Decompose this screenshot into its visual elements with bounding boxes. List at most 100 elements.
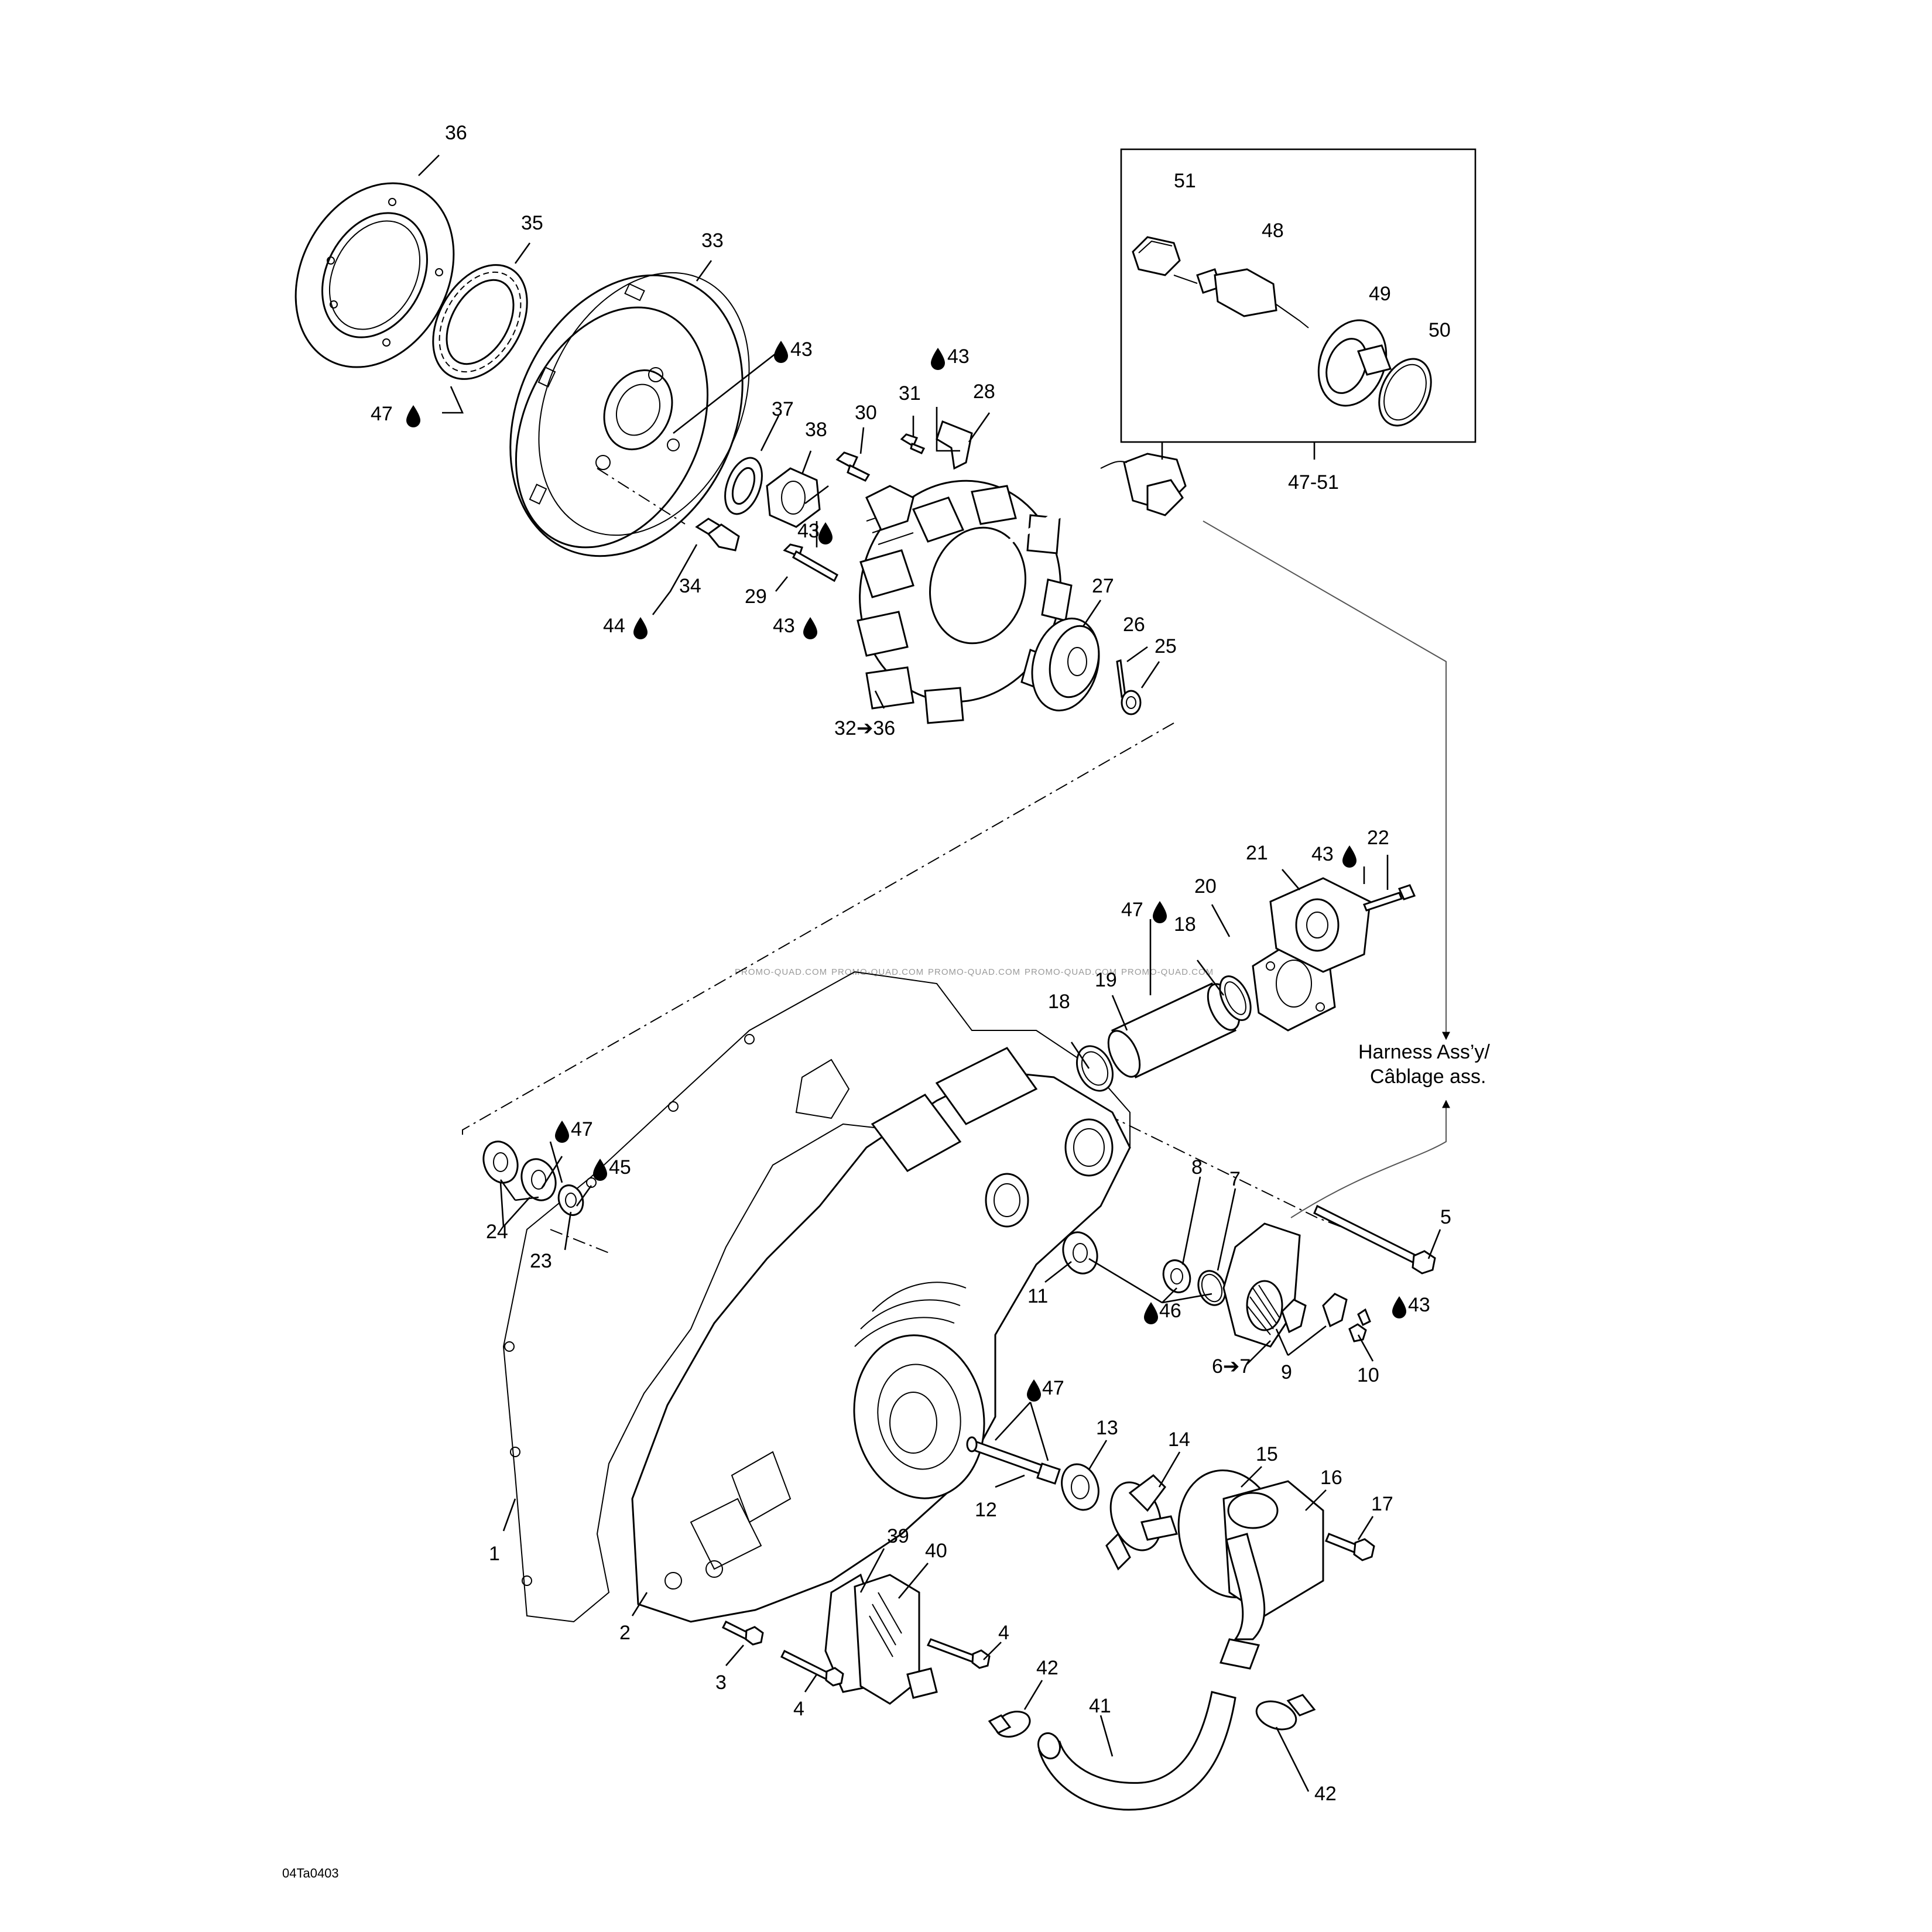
- callout-6-7: 6➔7: [1212, 1355, 1251, 1378]
- callout-8: 8: [1191, 1156, 1203, 1179]
- o-ring-18a: [1076, 1045, 1114, 1092]
- callout-51: 51: [1174, 170, 1196, 192]
- bracket-28: [936, 420, 973, 470]
- bearing-24: [482, 1140, 557, 1201]
- oil-drop-icon: [931, 348, 945, 370]
- callout-14: 14: [1168, 1429, 1190, 1451]
- oil-drop-icon: [1027, 1379, 1041, 1402]
- seal-13: [1061, 1463, 1099, 1511]
- watermark-row: PROMO-QUAD.COM PROMO-QUAD.COM PROMO-QUAD…: [735, 967, 1214, 977]
- gasket-1: [502, 971, 1131, 1623]
- harness-label-line1: Harness Ass’y/: [1358, 1041, 1490, 1063]
- screw-31: [900, 433, 926, 454]
- callout-7: 7: [1229, 1168, 1241, 1190]
- callout-43-e: 43: [1311, 843, 1334, 865]
- pump-cover-15: [1177, 1469, 1324, 1670]
- callout-20: 20: [1194, 875, 1217, 898]
- callout-2: 2: [619, 1622, 631, 1644]
- callout-18-b: 18: [1048, 991, 1070, 1013]
- callout-43-c: 43: [797, 520, 820, 542]
- callout-46: 46: [1159, 1300, 1181, 1322]
- callout-19: 19: [1095, 969, 1117, 991]
- callout-29: 29: [745, 585, 767, 608]
- callout-40: 40: [925, 1540, 947, 1562]
- callout-4-b: 4: [998, 1622, 1009, 1644]
- callout-1: 1: [489, 1543, 500, 1565]
- callout-38: 38: [805, 419, 827, 441]
- nut-38: [766, 467, 821, 528]
- oil-drop-icon: [1153, 901, 1167, 923]
- bearing-plate-36: [294, 182, 455, 368]
- oil-drop-icon: [555, 1121, 569, 1143]
- callout-41: 41: [1089, 1695, 1111, 1717]
- callout-30: 30: [855, 402, 877, 424]
- watermark-2: PROMO-QUAD.COM: [831, 967, 924, 977]
- diagram-code: 04Ta0403: [282, 1866, 339, 1880]
- seal-8: [1162, 1259, 1191, 1293]
- callout-25: 25: [1155, 635, 1177, 657]
- stator-32: [857, 460, 1132, 724]
- callout-16: 16: [1320, 1467, 1342, 1489]
- sprag-bearing-35: [432, 264, 528, 380]
- callout-33: 33: [701, 229, 724, 252]
- watermark-3: PROMO-QUAD.COM: [928, 967, 1020, 977]
- oil-drop-icon: [774, 341, 788, 363]
- oil-drop-icon: [406, 405, 420, 427]
- hose-41: [1037, 1691, 1236, 1811]
- screw-34: [695, 518, 740, 551]
- oil-drop-icon: [593, 1159, 607, 1181]
- callout-47-b: 47: [1121, 899, 1143, 921]
- pump-body-6: [1222, 1222, 1301, 1348]
- bracket-9: [1281, 1293, 1348, 1334]
- callout-11: 11: [1027, 1285, 1048, 1307]
- oil-drop-icon: [803, 617, 817, 639]
- screw-29: [783, 543, 838, 583]
- callout-42-b: 42: [1314, 1783, 1337, 1805]
- clamp-42b: [1255, 1694, 1316, 1731]
- callout-26: 26: [1123, 614, 1145, 636]
- magneto-cover-2: [631, 1047, 1131, 1623]
- callout-13: 13: [1096, 1417, 1118, 1439]
- harness-arrow-top: [1203, 520, 1450, 1040]
- callout-22: 22: [1367, 827, 1389, 849]
- oil-drop-icon: [818, 522, 833, 544]
- callout-45: 45: [609, 1156, 631, 1179]
- screw-17: [1325, 1533, 1375, 1561]
- callout-24: 24: [486, 1221, 508, 1243]
- centerline-bearing: [550, 1229, 609, 1253]
- pin-26: [1116, 659, 1126, 698]
- washer-37: [724, 457, 763, 515]
- callout-18-a: 18: [1174, 913, 1196, 936]
- callout-27: 27: [1092, 575, 1114, 597]
- oil-drop-icon: [1144, 1302, 1158, 1324]
- callout-50: 50: [1429, 319, 1451, 341]
- callout-9: 9: [1281, 1361, 1292, 1383]
- centerline-right: [1018, 1071, 1403, 1251]
- gear-27: [1031, 617, 1100, 712]
- callout-47-c: 47: [571, 1118, 593, 1140]
- inset-box-47-51: [1120, 148, 1477, 443]
- callout-36: 36: [445, 122, 467, 144]
- callout-21: 21: [1246, 842, 1268, 864]
- impeller-14: [1105, 1474, 1178, 1571]
- callout-43-d: 43: [773, 615, 795, 637]
- callout-47-a: 47: [371, 403, 393, 425]
- leader-lines: [418, 155, 1441, 1792]
- washer-25: [1121, 690, 1142, 715]
- callout-48: 48: [1262, 220, 1284, 242]
- callout-23: 23: [530, 1250, 552, 1272]
- watermark-5: PROMO-QUAD.COM: [1121, 967, 1214, 977]
- screw-10: [1348, 1308, 1371, 1342]
- callout-31: 31: [899, 382, 921, 405]
- callout-44: 44: [603, 615, 625, 637]
- screw-4b: [926, 1638, 991, 1669]
- harness-arrow-bottom: [1290, 1099, 1450, 1218]
- lubricant-icons: [406, 341, 1406, 1402]
- screw-5: [1313, 1204, 1436, 1275]
- callout-35: 35: [521, 212, 543, 234]
- oil-drop-icon: [633, 617, 648, 639]
- callout-17: 17: [1371, 1493, 1393, 1515]
- callout-39: 39: [887, 1525, 909, 1547]
- callout-10: 10: [1357, 1364, 1379, 1386]
